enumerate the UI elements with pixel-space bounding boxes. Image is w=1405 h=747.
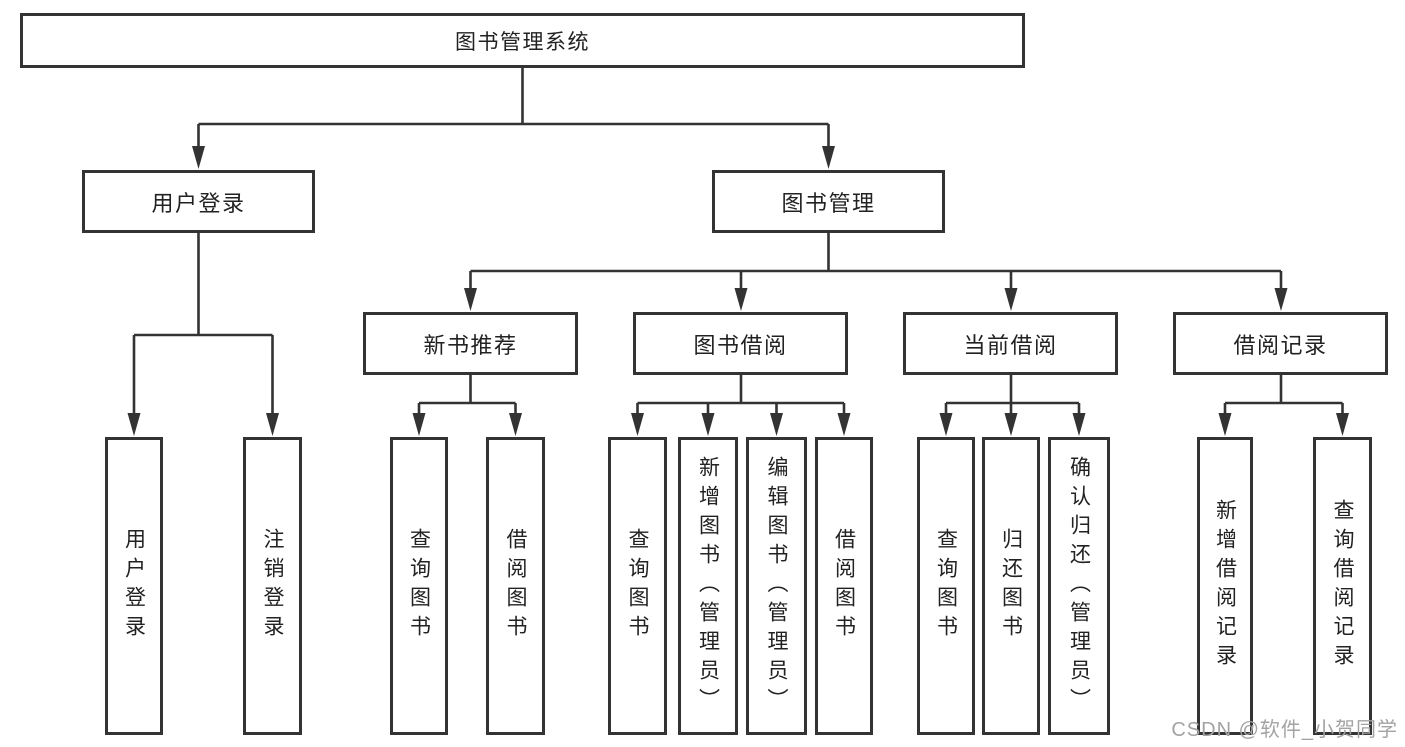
leaf-edit-book-admin: 编辑图书（管理员） [746,437,807,735]
node-library-system: 图书管理系统 [20,13,1025,68]
node-new-book-recommend: 新书推荐 [363,312,578,375]
arrowheads [127,146,1349,436]
csdn-watermark: CSDN @软件_小贺同学 [1171,719,1398,741]
leaf-borrow-books-borrow: 借阅图书 [815,437,873,735]
leaf-add-book-admin: 新增图书（管理员） [678,437,738,735]
leaf-query-books-recommend: 查询图书 [390,437,448,735]
node-book-management-label: 图书管理 [781,190,876,216]
node-book-borrow-label: 图书借阅 [693,332,788,358]
node-current-borrow: 当前借阅 [903,312,1118,375]
node-user-login-label: 用户登录 [151,190,246,216]
leaf-logout: 注销登录 [243,437,302,735]
node-book-borrow: 图书借阅 [633,312,848,375]
leaf-query-books-current: 查询图书 [917,437,975,735]
node-user-login: 用户登录 [82,170,315,233]
node-library-system-label: 图书管理系统 [455,30,590,54]
node-current-borrow-label: 当前借阅 [963,332,1058,358]
leaf-return-books: 归还图书 [982,437,1040,735]
leaf-add-borrow-record: 新增借阅记录 [1197,437,1253,735]
leaf-query-books-borrow: 查询图书 [608,437,667,735]
node-new-book-recommend-label: 新书推荐 [423,332,518,358]
leaf-user-login: 用户登录 [105,437,163,735]
leaf-query-borrow-record: 查询借阅记录 [1313,437,1372,735]
node-borrow-record: 借阅记录 [1173,312,1388,375]
leaf-confirm-return-admin: 确认归还（管理员） [1048,437,1110,735]
node-borrow-record-label: 借阅记录 [1233,332,1328,358]
node-book-management: 图书管理 [712,170,945,233]
leaf-borrow-books-recommend: 借阅图书 [486,437,545,735]
